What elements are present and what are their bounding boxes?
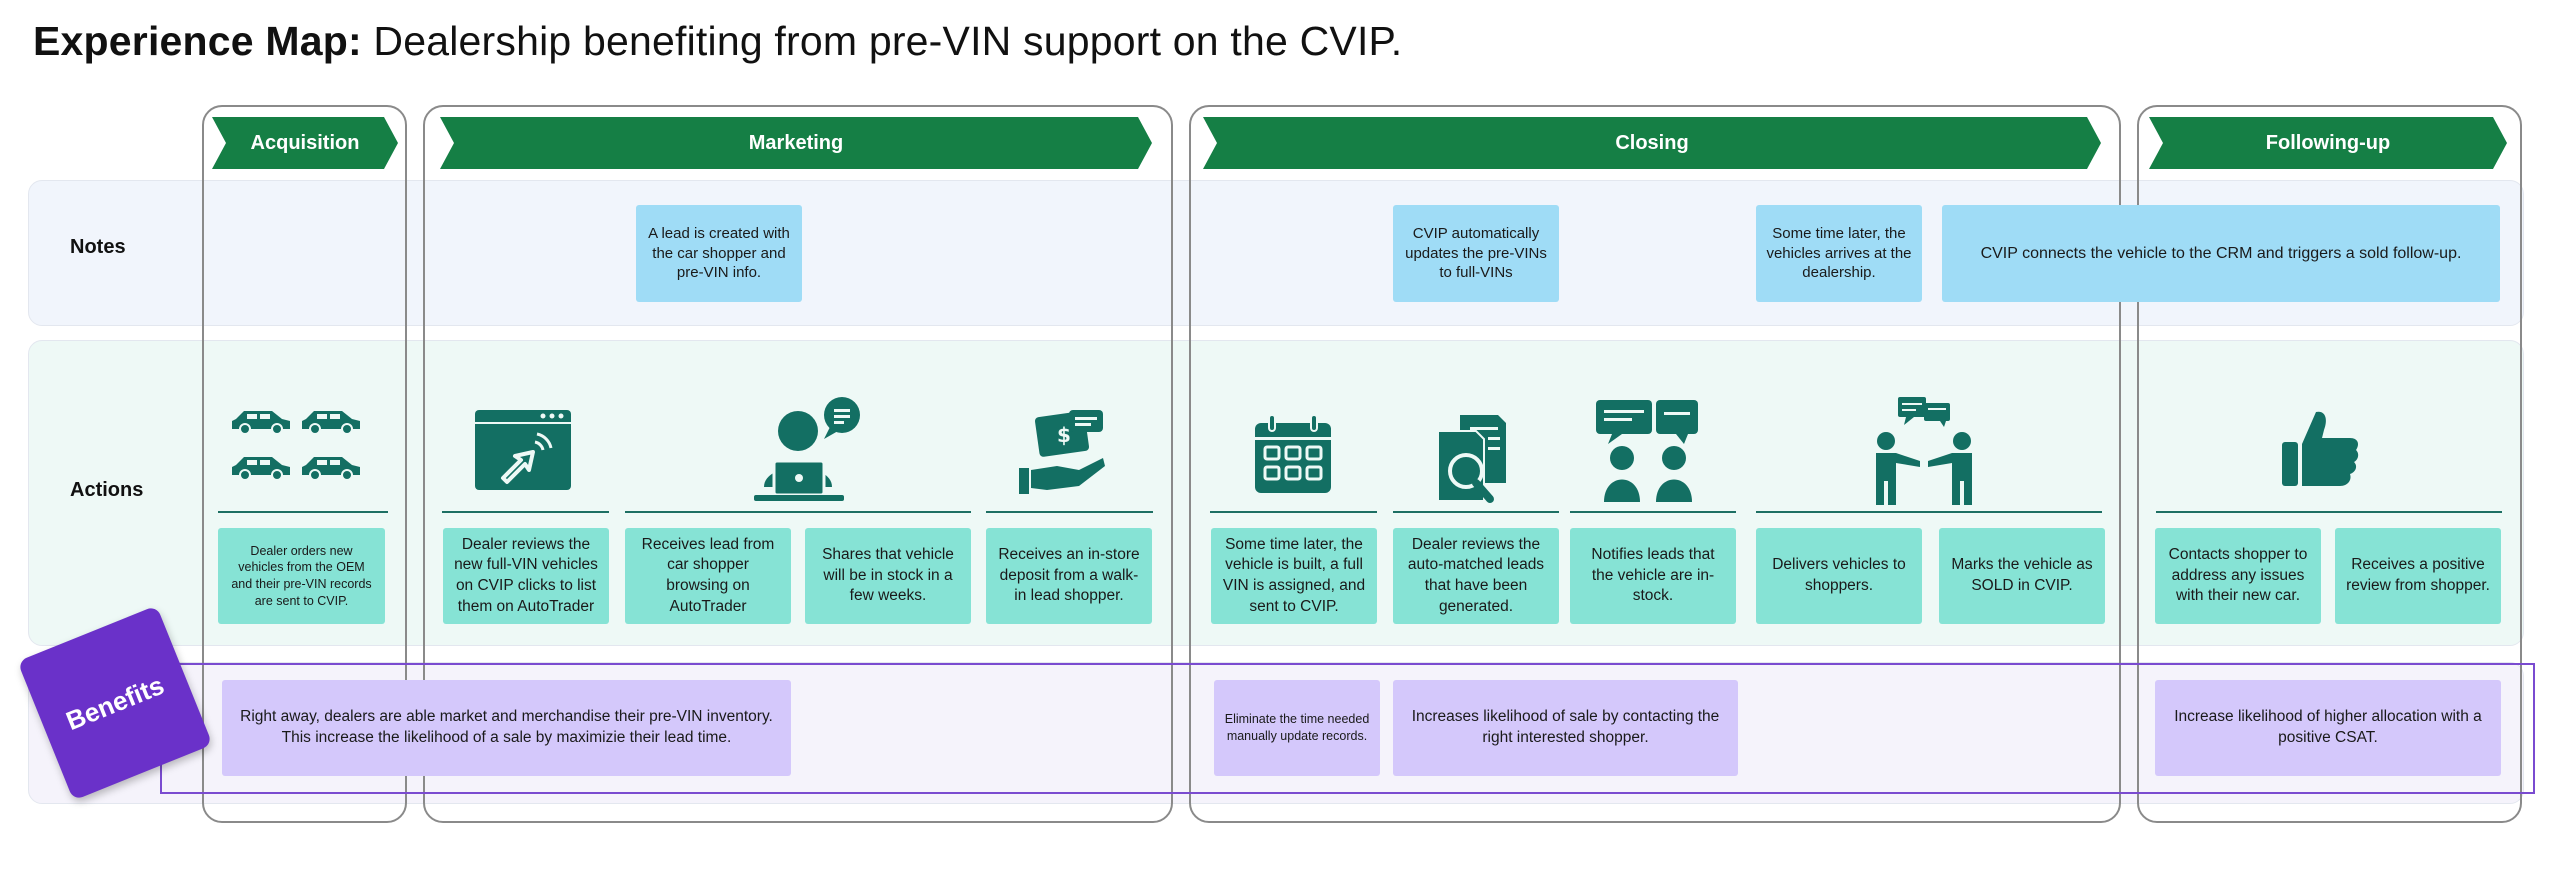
divider: [442, 511, 609, 513]
row-label-notes: Notes: [70, 236, 126, 258]
benefits-outline: [160, 663, 2535, 794]
document-search-icon: [1437, 415, 1506, 503]
thumbs-up-icon: [2282, 411, 2359, 486]
benefit-card: Increase likelihood of higher allocation…: [2155, 680, 2501, 776]
phase-marketing: Marketing: [440, 117, 1152, 169]
benefit-card: Right away, dealers are able market and …: [222, 680, 791, 776]
handshake-chat-icon: [1876, 397, 1972, 505]
divider: [625, 511, 971, 513]
action-card: Delivers vehicles to shoppers.: [1756, 528, 1922, 624]
benefit-card: Eliminate the time needed manually updat…: [1214, 680, 1380, 776]
cars-icon: [232, 411, 360, 481]
action-card: Notifies leads that the vehicle are in-s…: [1570, 528, 1736, 624]
action-card: Contacts shopper to address any issues w…: [2155, 528, 2321, 624]
action-card: Receives an in-store deposit from a walk…: [986, 528, 1152, 624]
page-title: Experience Map: Dealership benefiting fr…: [33, 18, 1402, 65]
calendar-icon: [1255, 414, 1331, 493]
phase-frame-following-up: [2137, 105, 2522, 823]
benefits-badge-label: Benefits: [61, 669, 168, 736]
action-card: Shares that vehicle will be in stock in …: [805, 528, 971, 624]
phase-acquisition: Acquisition: [212, 117, 398, 169]
divider: [1756, 511, 2102, 513]
action-card: Marks the vehicle as SOLD in CVIP.: [1939, 528, 2105, 624]
benefit-card: Increases likelihood of sale by contacti…: [1393, 680, 1738, 776]
divider: [1393, 511, 1559, 513]
divider: [1570, 511, 1736, 513]
action-card: Dealer orders new vehicles from the OEM …: [218, 528, 385, 624]
action-card: Some time later, the vehicle is built, a…: [1211, 528, 1377, 624]
note-card: A lead is created with the car shopper a…: [636, 205, 802, 302]
note-card: CVIP connects the vehicle to the CRM and…: [1942, 205, 2500, 302]
hand-money-icon: $: [1019, 410, 1105, 494]
phase-frame-marketing: [423, 105, 1173, 823]
phase-frame-closing: [1189, 105, 2121, 823]
title-subtitle: Dealership benefiting from pre-VIN suppo…: [361, 18, 1403, 64]
title-bold: Experience Map:: [33, 18, 362, 64]
people-chat-icon: [1596, 400, 1698, 502]
divider: [218, 511, 388, 513]
phase-frame-acquisition: [202, 105, 407, 823]
phase-following-up: Following-up: [2149, 117, 2507, 169]
note-card: Some time later, the vehicles arrives at…: [1756, 205, 1922, 302]
divider: [2156, 511, 2502, 513]
svg-text:$: $: [1057, 423, 1071, 447]
action-card: Dealer reviews the auto-matched leads th…: [1393, 528, 1559, 624]
phase-closing: Closing: [1203, 117, 2101, 169]
action-card: Dealer reviews the new full-VIN vehicles…: [443, 528, 609, 624]
note-card: CVIP automatically updates the pre-VINs …: [1393, 205, 1559, 302]
divider: [986, 511, 1153, 513]
divider: [1210, 511, 1377, 513]
action-card: Receives a positive review from shopper.: [2335, 528, 2501, 624]
action-card: Receives lead from car shopper browsing …: [625, 528, 791, 624]
row-label-actions: Actions: [70, 479, 144, 501]
browser-click-icon: [475, 410, 571, 490]
person-laptop-chat-icon: [754, 397, 860, 501]
